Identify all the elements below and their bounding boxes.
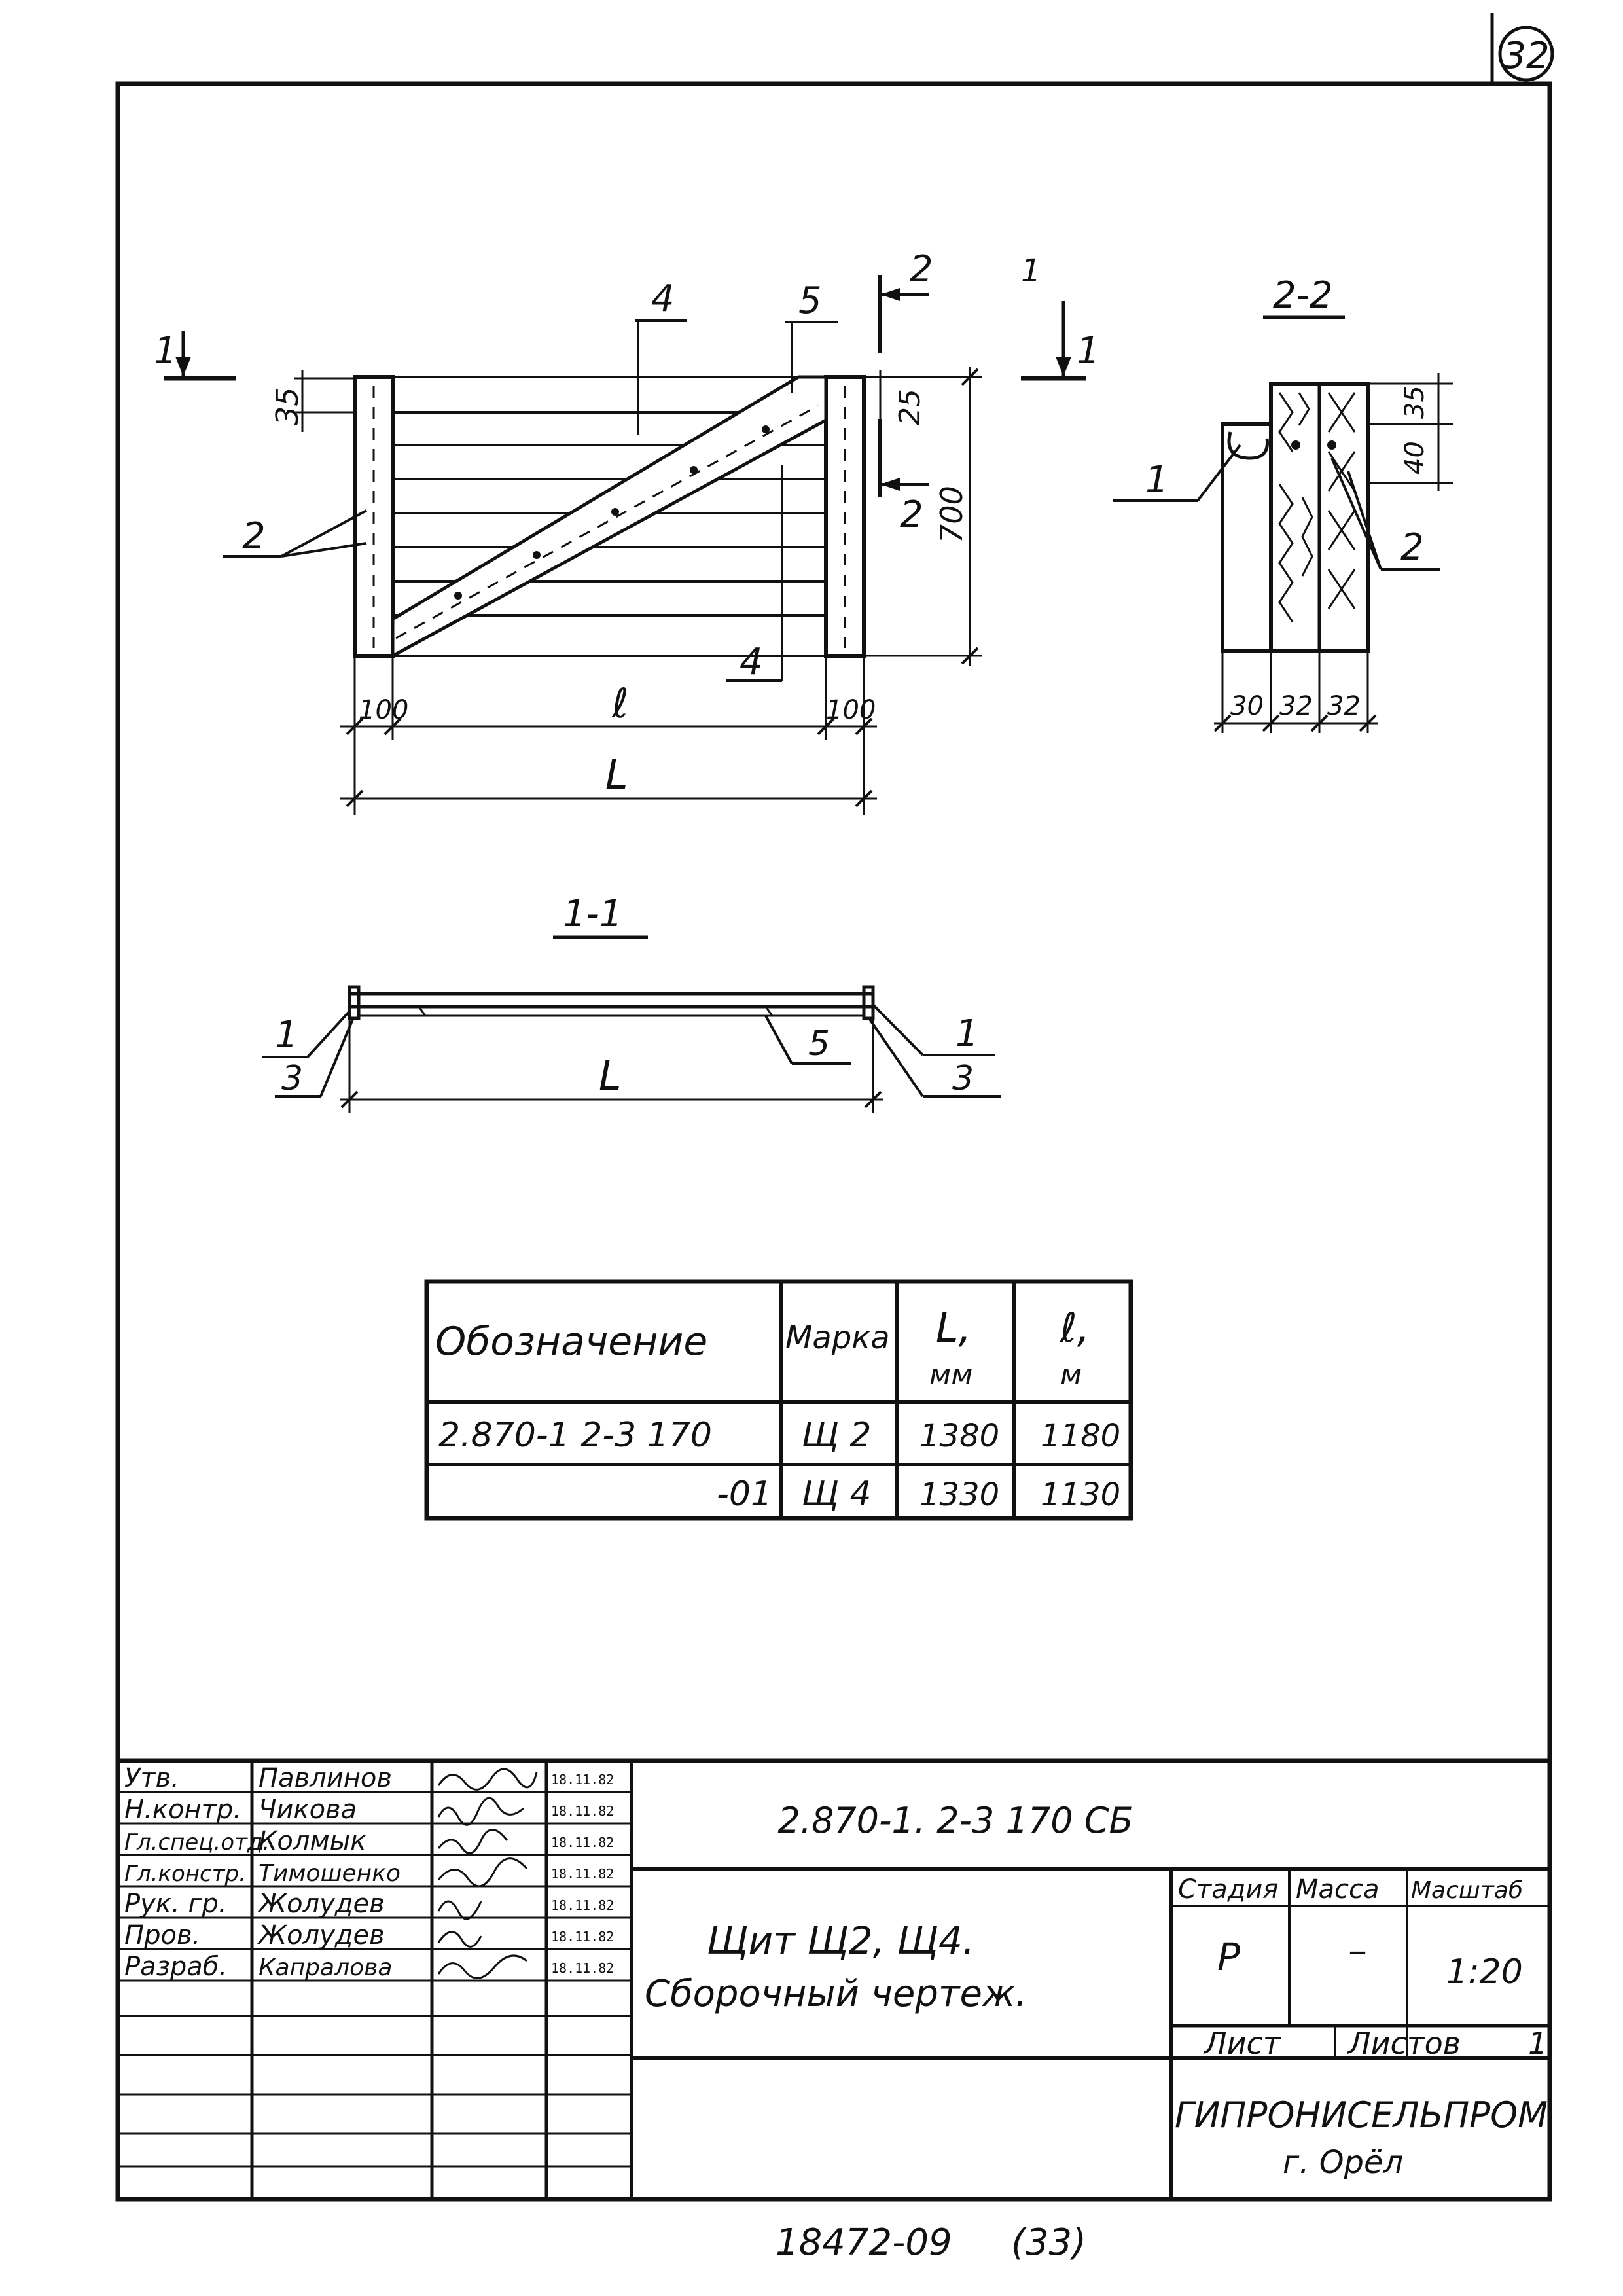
scale-label: Масштаб (1411, 1877, 1523, 1904)
dim-35-left: 35 (270, 387, 305, 425)
name-1: Павлинов (259, 1763, 392, 1793)
role-1: Утв. (124, 1763, 179, 1793)
section-1-1-callout-5: 5 (808, 1024, 830, 1064)
drawing-title-line-2: Сборочный чертеж. (645, 1973, 1027, 2015)
mass-value: – (1348, 1928, 1367, 1973)
title-block: Утв. Павлинов Н.контр. Чикова Гл.спец.от… (118, 1758, 1550, 2199)
spec-header-L-symbol: L, (936, 1304, 971, 1352)
callout-2-label: 2 (242, 515, 266, 558)
cut-2-bottom-label: 2 (900, 493, 923, 536)
section-2-2-callout-2: 2 (1400, 526, 1424, 569)
role-7: Разраб. (124, 1952, 227, 1982)
organization-name: ГИПРОНИСЕЛЬПРОМ (1175, 2094, 1548, 2136)
stage-label: Стадия (1178, 1874, 1278, 1905)
scale-value: 1:20 (1446, 1952, 1523, 1992)
date-7: 18.11.82 (551, 1960, 614, 1976)
spec-header-l-unit: м (1060, 1358, 1082, 1391)
section-1-1-view: 1-1 1 3 1 3 5 L (262, 893, 1001, 1113)
stage-value: Р (1217, 1935, 1240, 1979)
dim-l-label: ℓ (611, 679, 629, 727)
date-3: 18.11.82 (551, 1835, 614, 1850)
drawing-code: 2.870-1. 2-3 170 СБ (777, 1800, 1133, 1841)
section-2-2-view: 2-2 1 2 35 40 (1113, 274, 1453, 733)
role-5: Рук. гр. (124, 1889, 227, 1919)
section-1-1-callout-1-left: 1 (275, 1014, 298, 1056)
role-2: Н.контр. (124, 1795, 241, 1825)
spec-header-L-unit: мм (929, 1358, 972, 1391)
section-1-1-callout-3-right: 3 (952, 1059, 974, 1098)
spec-row-2-l: 1130 (1041, 1477, 1120, 1513)
sheets-value: 1 (1528, 2026, 1547, 2061)
diagonal-brace (391, 375, 828, 659)
spec-row-2-designation: -01 (717, 1475, 772, 1514)
spec-row-2-L: 1330 (919, 1477, 999, 1513)
section-2-2-title: 2-2 (1273, 274, 1332, 317)
name-5: Жолудев (257, 1889, 385, 1919)
role-4: Гл.констр. (124, 1861, 246, 1887)
date-5: 18.11.82 (551, 1897, 614, 1913)
spec-row-1-designation: 2.870-1 2-3 170 (438, 1416, 712, 1455)
date-2: 18.11.82 (551, 1803, 614, 1819)
brace-nails (454, 425, 770, 600)
sheet-number-circle (1498, 26, 1554, 82)
center-mark-label: 1 (1021, 253, 1041, 289)
name-6: Жолудев (257, 1920, 385, 1950)
section-2-2-callout-1: 1 (1145, 459, 1169, 501)
section-2-2-dim-32a: 32 (1279, 691, 1313, 721)
section-1-1-dim-L: L (599, 1052, 622, 1100)
name-3: Колмык (259, 1826, 366, 1856)
section-2-2-dim-40: 40 (1400, 441, 1430, 475)
callout-4-top-label: 4 (651, 278, 675, 320)
sheets-label: Листов (1347, 2026, 1461, 2061)
spec-table: Обозначение Марка L, мм ℓ, м 2.870-1 2-3… (424, 1279, 1133, 1521)
spec-header-mark: Марка (785, 1319, 890, 1356)
organization-city: г. Орёл (1283, 2144, 1403, 2181)
role-6: Пров. (124, 1920, 200, 1950)
date-6: 18.11.82 (551, 1929, 614, 1945)
bottom-stamp: 18472-09 (776, 2221, 952, 2264)
spec-row-1-mark: Щ 2 (802, 1416, 872, 1455)
section-2-2-dim-35: 35 (1400, 386, 1430, 419)
section-1-1-callout-1-right: 1 (955, 1013, 979, 1055)
role-3: Гл.спец.отд. (124, 1829, 270, 1856)
spec-row-1-l: 1180 (1041, 1418, 1120, 1454)
spec-header-l-symbol: ℓ, (1060, 1304, 1090, 1352)
spec-row-2-mark: Щ 4 (802, 1475, 872, 1514)
date-4: 18.11.82 (551, 1866, 614, 1882)
dim-100-left: 100 (359, 695, 408, 725)
dim-25-right: 25 (893, 389, 927, 425)
drawing-title-line-1: Щит Щ2, Щ4. (707, 1918, 974, 1963)
sheet-number: 32 (1503, 35, 1549, 77)
sheet-label: Лист (1203, 2026, 1281, 2061)
dim-100-right: 100 (826, 695, 876, 725)
section-1-1-callout-3-left: 3 (281, 1059, 303, 1098)
name-7: Капралова (259, 1954, 392, 1981)
date-1: 18.11.82 (551, 1772, 614, 1787)
brace-axis (395, 404, 819, 639)
section-1-1-title: 1-1 (563, 893, 622, 935)
spec-row-1-L: 1380 (919, 1418, 999, 1454)
name-4: Тимошенко (259, 1860, 401, 1887)
section-2-2-dim-32b: 32 (1327, 691, 1361, 721)
signatures (437, 1768, 538, 1979)
name-2: Чикова (259, 1795, 357, 1825)
section-2-2-dim-30: 30 (1230, 691, 1264, 721)
callout-4-bottom-label: 4 (740, 641, 763, 683)
dim-700: 700 (934, 486, 969, 543)
cut-1-right-label: 1 (1077, 330, 1100, 372)
cut-2-top-label: 2 (910, 248, 933, 291)
dim-L-label: L (605, 751, 628, 798)
sheet-frame (115, 81, 1552, 2202)
spec-header-designation: Обозначение (435, 1319, 707, 1365)
main-elevation-view: 1 1 1 2 2 2 4 5 4 35 25 (154, 248, 1100, 815)
cut-1-left-label: 1 (154, 330, 177, 372)
callout-5-label: 5 (798, 279, 822, 322)
bottom-copy-number: (33) (1011, 2221, 1086, 2264)
mass-label: Масса (1296, 1874, 1380, 1905)
wood-grain (1278, 392, 1356, 622)
